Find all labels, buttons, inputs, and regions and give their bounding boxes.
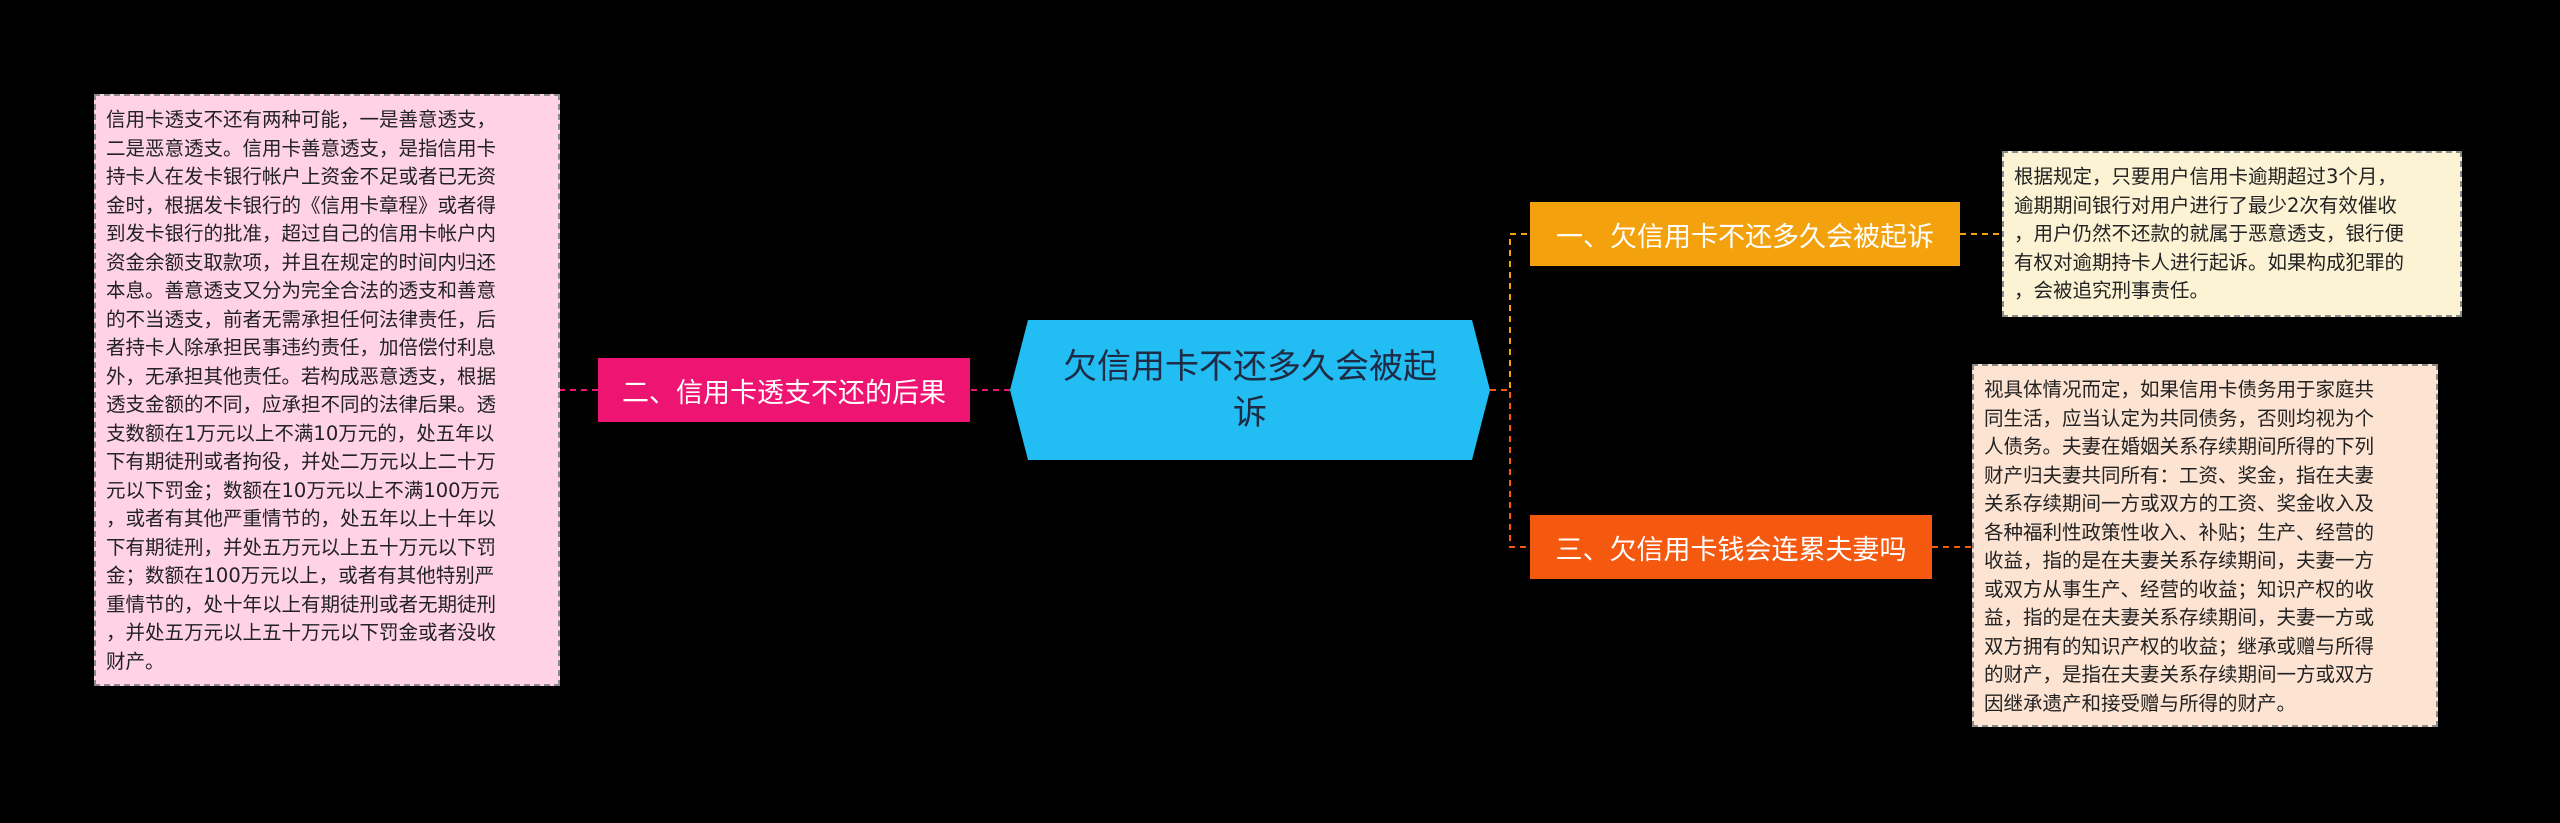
branch-topic-2[interactable]: 二、信用卡透支不还的后果 [598,358,970,422]
note-line: 双方拥有的知识产权的收益；继承或赠与所得 [1984,634,2375,658]
note-line: 持卡人在发卡银行帐户上资金不足或者已无资 [106,165,497,188]
note-line: 本息。善意透支又分为完全合法的透支和善意 [106,279,497,302]
central-topic[interactable]: 欠信用卡不还多久会被起诉 [1010,320,1490,460]
note-line: ，并处五万元以上五十万元以下罚金或者没收 [106,621,497,644]
central-topic-shape [1010,320,1490,460]
note-line: 下有期徒刑或者拘役，并处二万元以上二十万 [106,450,497,473]
connector-center-to-branch-1 [1490,233,1530,391]
note-line: 的财产，是指在夫妻关系存续期间一方或双方 [1984,663,2375,686]
note-line: 元以下罚金；数额在10万元以上不满100万元 [106,478,500,502]
note-line: ，会被追究刑事责任。 [2014,279,2210,302]
note-line: 二是恶意透支。信用卡善意透支，是指信用卡 [106,136,497,160]
note-box-1: 根据规定，只要用户信用卡逾期超过3个月， 逾期期间银行对用户进行了最少2次有效催… [2002,151,2462,317]
note-line: 逾期期间银行对用户进行了最少2次有效催收 [2014,193,2397,217]
note-line: 透支金额的不同，应承担不同的法律后果。透 [106,393,497,416]
central-topic-title: 欠信用卡不还多久会被起诉 [1063,347,1437,433]
branch-topic-1[interactable]: 一、欠信用卡不还多久会被起诉 [1530,202,1960,266]
note-line: 资金余额支取款项，并且在规定的时间内归还 [106,250,497,274]
note-line: 因继承遗产和接受赠与所得的财产。 [1984,691,2297,715]
branch-topic-3[interactable]: 三、欠信用卡钱会连累夫妻吗 [1530,515,1932,579]
note-box-3: 视具体情况而定，如果信用卡债务用于家庭共 同生活，应当认定为共同债务，否则均视为… [1972,364,2438,727]
note-line: 下有期徒刑，并处五万元以上五十万元以下罚 [106,535,497,559]
note-line: 有权对逾期持卡人进行起诉。如果构成犯罪的 [2014,250,2405,274]
connector-center-to-branch-3 [1490,389,1530,548]
note-line: 的不当透支，前者无需承担任何法律责任，后 [106,307,497,331]
note-line: 视具体情况而定，如果信用卡债务用于家庭共 [1984,378,2375,401]
note-line: 各种福利性政策性收入、补贴；生产、经营的 [1984,520,2375,544]
note-box-2: 信用卡透支不还有两种可能，一是善意透支， 二是恶意透支。信用卡善意透支，是指信用… [94,94,560,686]
note-line: 财产。 [106,649,165,673]
note-line: 根据规定，只要用户信用卡逾期超过3个月， [2014,165,2397,188]
note-line: 者持卡人除承担民事违约责任，加倍偿付利息 [106,336,497,359]
note-line: 重情节的，处十年以上有期徒刑或者无期徒刑 [106,592,497,616]
note-line: 益，指的是在夫妻关系存续期间，夫妻一方或 [1984,606,2375,629]
note-line: 人债务。夫妻在婚姻关系存续期间所得的下列 [1984,435,2375,458]
note-line: 同生活，应当认定为共同债务，否则均视为个 [1984,406,2375,430]
note-line: 或双方从事生产、经营的收益；知识产权的收 [1984,577,2375,601]
note-line: 支数额在1万元以上不满10万元的，处五年以 [106,421,495,445]
note-line: 收益，指的是在夫妻关系存续期间，夫妻一方 [1984,549,2375,572]
note-line: 关系存续期间一方或双方的工资、奖金收入及 [1984,492,2375,515]
note-line: ，或者有其他严重情节的，处五年以上十年以 [106,507,497,530]
note-line: 到发卡银行的批准，超过自己的信用卡帐户内 [106,222,497,245]
note-line: 金；数额在100万元以上，或者有其他特别严 [106,564,495,587]
note-line: 信用卡透支不还有两种可能，一是善意透支， [106,108,497,131]
note-line: 金时，根据发卡银行的《信用卡章程》或者得 [106,193,497,217]
note-line: 财产归夫妻共同所有：工资、奖金，指在夫妻 [1984,463,2375,487]
note-line: ，用户仍然不还款的就属于恶意透支，银行便 [2014,222,2405,245]
note-line: 外，无承担其他责任。若构成恶意透支，根据 [106,364,497,388]
